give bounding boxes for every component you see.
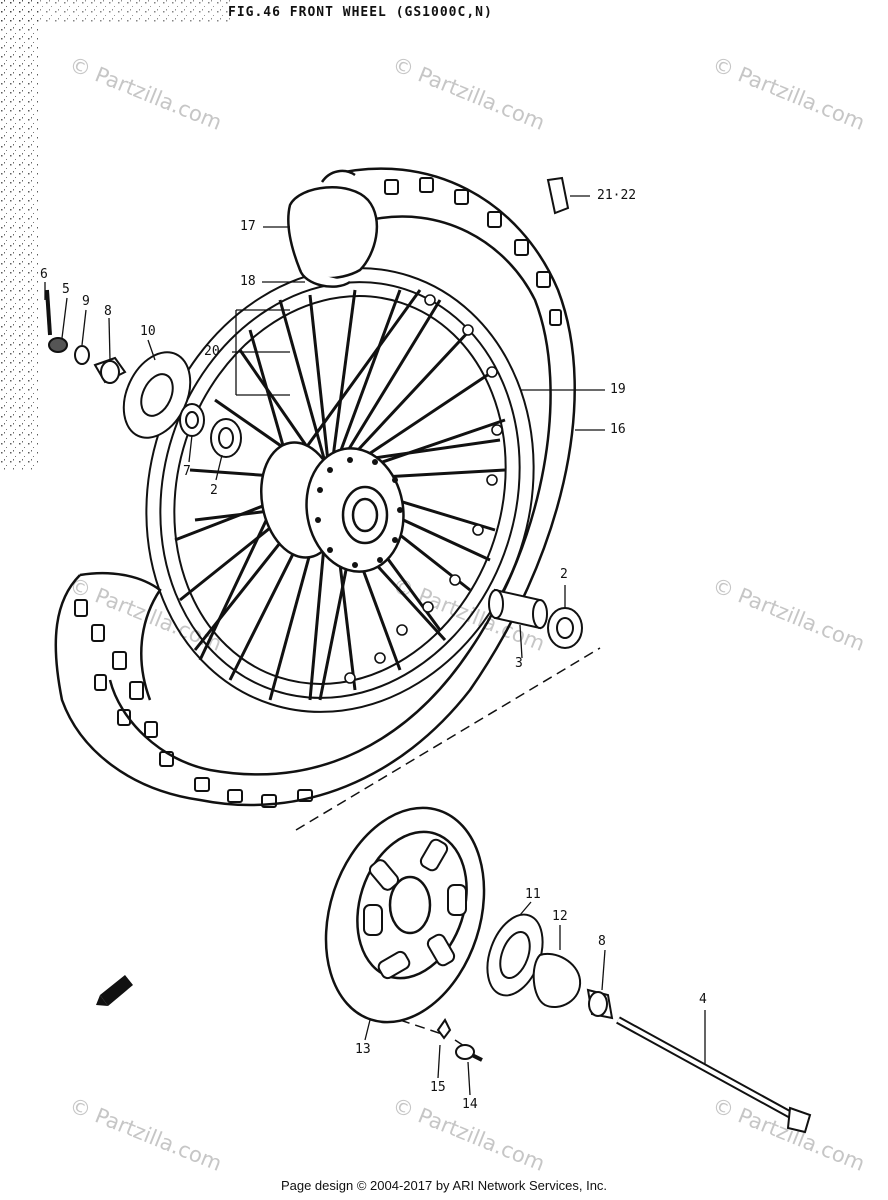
rim-band-and-tube — [287, 169, 379, 288]
callout-13: 13 — [355, 1042, 371, 1057]
hub — [259, 441, 405, 573]
tire — [54, 167, 576, 808]
spoke-nipples — [344, 294, 503, 684]
callout-2-right: 2 — [560, 567, 568, 582]
left-side-parts — [45, 289, 242, 458]
scan-noise — [0, 0, 38, 470]
callout-19: 19 — [610, 382, 626, 397]
callout-20: 20 — [204, 344, 220, 359]
callout-10: 10 — [140, 324, 156, 339]
front-direction-arrow-icon — [96, 975, 133, 1006]
callout-14: 14 — [462, 1097, 478, 1112]
callout-7: 7 — [183, 464, 191, 479]
callout-11: 11 — [525, 887, 541, 902]
callout-9: 9 — [82, 294, 90, 309]
scan-noise — [0, 0, 230, 22]
callout-4: 4 — [699, 992, 707, 1007]
page-footer: Page design © 2004-2017 by ARI Network S… — [280, 1178, 608, 1193]
callout-17: 17 — [240, 219, 256, 234]
callout-3: 3 — [515, 656, 523, 671]
balance-weight — [546, 176, 570, 215]
brake-disc — [324, 806, 486, 1024]
callout-6: 6 — [40, 267, 48, 282]
callout-2-left: 2 — [210, 483, 218, 498]
callout-8-right: 8 — [598, 934, 606, 949]
figure-title: FIG.46 FRONT WHEEL (GS1000C,N) — [228, 5, 493, 20]
callout-8-left: 8 — [104, 304, 112, 319]
disc-bolt-and-lock-washer — [436, 1018, 483, 1062]
callout-5: 5 — [62, 282, 70, 297]
axle-spacer-and-bearing — [488, 588, 583, 649]
callout-16: 16 — [610, 422, 626, 437]
right-axle-parts — [486, 913, 812, 1134]
callout-12: 12 — [552, 909, 568, 924]
callout-21-22: 21·22 — [597, 188, 637, 203]
callout-15: 15 — [430, 1080, 446, 1095]
callout-18: 18 — [240, 274, 256, 289]
callout-leader-lines — [44, 195, 706, 1096]
